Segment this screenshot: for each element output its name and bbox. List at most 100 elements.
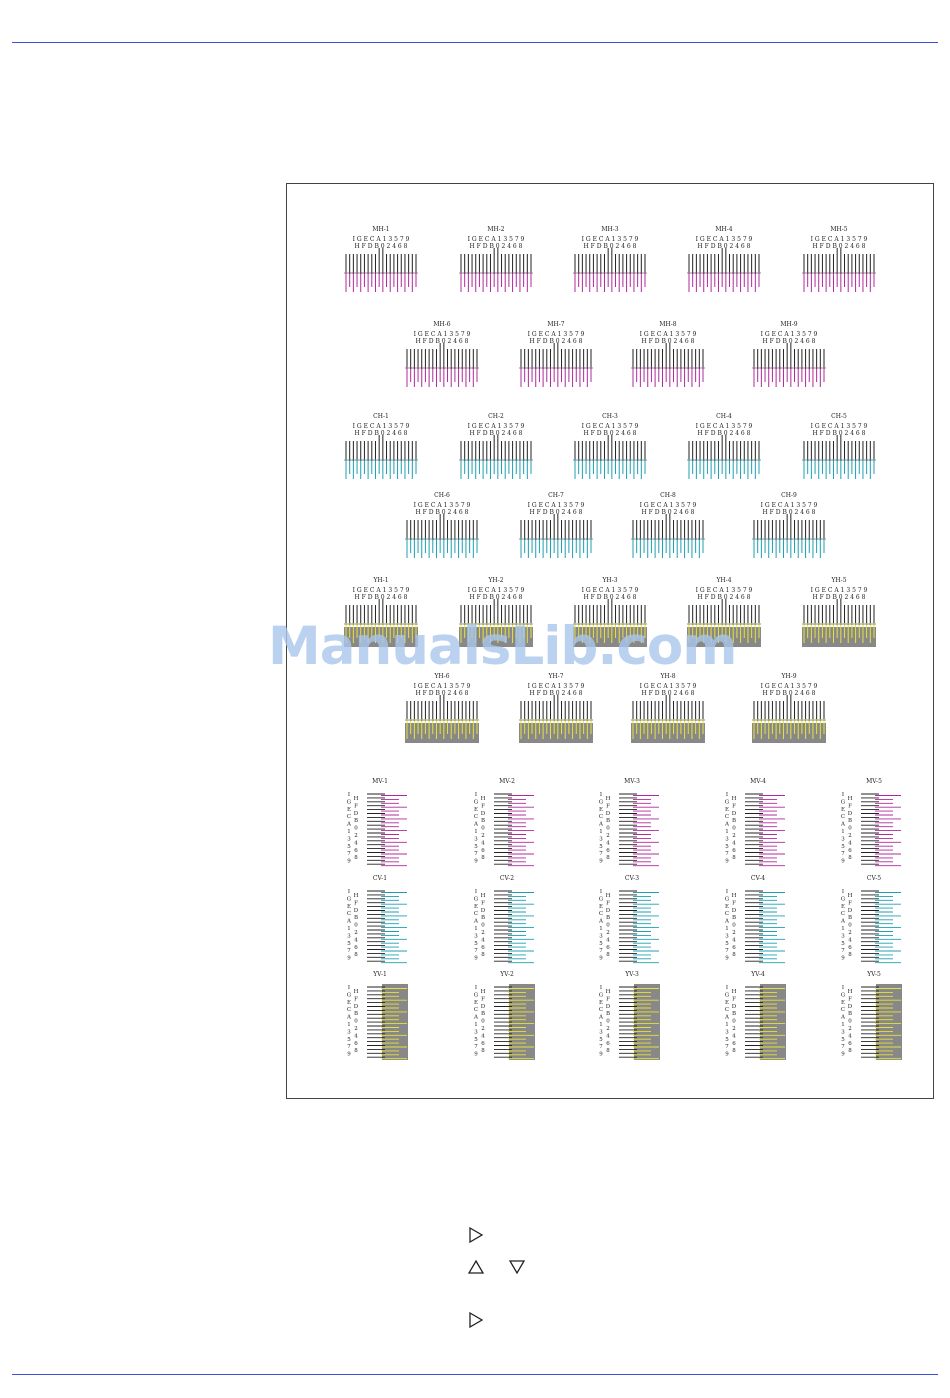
scale-left-label: E (841, 807, 845, 813)
scale-left-label: C (725, 814, 729, 820)
scale-right-label: 6 (354, 1041, 358, 1047)
pattern-label: YV-1 (372, 971, 387, 978)
scale-bottom-label: H F D B 0 2 4 6 8 (642, 509, 695, 516)
pattern-mh-7: MH-7I G E C A 1 3 5 7 9H F D B 0 2 4 6 8 (519, 321, 593, 387)
pattern-label: YH-8 (659, 673, 675, 680)
scale-left-label: 5 (347, 844, 351, 850)
scale-left-label: I (842, 792, 844, 798)
pattern-mh-3: MH-3I G E C A 1 3 5 7 9H F D B 0 2 4 6 8 (573, 226, 647, 292)
scale-right-label: 0 (848, 923, 852, 929)
scale-top-label: I G E C A 1 3 5 7 9 (761, 331, 818, 338)
scale-left-label: E (841, 1000, 845, 1006)
scale-right-label: 2 (732, 930, 736, 936)
scale-left-label: A (598, 1015, 604, 1021)
pattern-label: YH-3 (601, 577, 617, 584)
scale-bottom-label: H F D B 0 2 4 6 8 (470, 430, 523, 437)
scale-bottom-label: H F D B 0 2 4 6 8 (813, 594, 866, 601)
scale-right-label: 6 (606, 945, 610, 951)
scale-right-label: H (354, 893, 359, 899)
scale-right-label: D (732, 1004, 737, 1010)
pattern-label: MH-3 (601, 226, 618, 233)
pattern-label: YV-5 (866, 971, 881, 978)
scale-left-label: 9 (599, 956, 603, 962)
scale-top-label: I G E C A 1 3 5 7 9 (414, 331, 471, 338)
scale-right-label: D (481, 811, 486, 817)
scale-right-label: 6 (848, 848, 852, 854)
scale-left-label: A (473, 822, 479, 828)
scale-left-label: G (725, 896, 729, 902)
scale-right-label: B (606, 818, 610, 824)
scale-right-label: 0 (848, 826, 852, 832)
scale-right-label: H (354, 796, 359, 802)
scale-left-label: 3 (474, 836, 478, 842)
gray-band (760, 984, 786, 1060)
scale-left-label: I (348, 792, 350, 798)
scale-left-label: G (725, 992, 729, 998)
scale-right-label: D (732, 908, 737, 914)
gray-band (405, 723, 479, 743)
scale-left-label: C (725, 1007, 729, 1013)
scale-left-label: 1 (474, 926, 478, 932)
scale-right-label: H (732, 796, 737, 802)
scale-left-label: 9 (725, 859, 729, 865)
scale-right-label: B (732, 818, 736, 824)
scale-left-label: 1 (347, 926, 351, 932)
pattern-yh-9: YH-9I G E C A 1 3 5 7 9H F D B 0 2 4 6 8 (752, 673, 826, 743)
scale-right-label: 4 (354, 937, 358, 943)
pattern-ch-6: CH-6I G E C A 1 3 5 7 9H F D B 0 2 4 6 8 (405, 492, 479, 558)
scale-left-label: C (725, 911, 729, 917)
scale-right-label: 6 (481, 1041, 485, 1047)
pattern-label: MH-7 (547, 321, 564, 328)
scale-right-label: 8 (732, 1048, 736, 1054)
pattern-label: MV-1 (372, 778, 388, 785)
scale-left-label: 3 (841, 1029, 845, 1035)
scale-left-label: 5 (599, 941, 603, 947)
scale-left-label: A (840, 919, 846, 925)
pattern-mh-9: MH-9I G E C A 1 3 5 7 9H F D B 0 2 4 6 8 (752, 321, 826, 387)
scale-left-label: A (346, 822, 352, 828)
scale-left-label: C (474, 814, 478, 820)
gray-band (631, 723, 705, 743)
pattern-label: YH-1 (372, 577, 388, 584)
scale-left-label: G (841, 896, 845, 902)
scale-bottom-label: H F D B 0 2 4 6 8 (355, 430, 408, 437)
scale-right-label: F (606, 900, 610, 906)
scale-right-label: B (848, 818, 852, 824)
scale-right-label: 4 (848, 937, 852, 943)
scale-left-label: 7 (599, 948, 603, 954)
scale-right-label: 0 (606, 826, 610, 832)
scale-right-label: 6 (354, 945, 358, 951)
pattern-ch-9: CH-9I G E C A 1 3 5 7 9H F D B 0 2 4 6 8 (752, 492, 826, 558)
scale-left-label: A (346, 919, 352, 925)
scale-bottom-label: H F D B 0 2 4 6 8 (584, 243, 637, 250)
pattern-label: YV-2 (499, 971, 514, 978)
scale-left-label: 3 (841, 836, 845, 842)
pattern-yh-4: YH-4I G E C A 1 3 5 7 9H F D B 0 2 4 6 8 (687, 577, 761, 647)
scale-left-label: 9 (841, 1052, 845, 1058)
scale-right-label: 2 (354, 1026, 358, 1032)
scale-left-label: 3 (725, 933, 729, 939)
scale-left-label: G (599, 992, 603, 998)
gray-band (634, 984, 660, 1060)
scale-right-label: B (354, 1011, 358, 1017)
scale-bottom-label: H F D B 0 2 4 6 8 (470, 243, 523, 250)
scale-right-label: 6 (732, 945, 736, 951)
scale-left-label: 9 (725, 1052, 729, 1058)
scale-right-label: D (732, 811, 737, 817)
scale-left-label: C (841, 814, 845, 820)
scale-top-label: I G E C A 1 3 5 7 9 (582, 423, 639, 430)
pattern-label: MH-2 (487, 226, 504, 233)
scale-right-label: H (481, 893, 486, 899)
scale-right-label: 4 (606, 1033, 610, 1039)
pattern-label: YV-3 (624, 971, 639, 978)
scale-right-label: 8 (848, 855, 852, 861)
pattern-mh-8: MH-8I G E C A 1 3 5 7 9H F D B 0 2 4 6 8 (631, 321, 705, 387)
scale-left-label: 5 (474, 941, 478, 947)
scale-right-label: 2 (606, 1026, 610, 1032)
scale-right-label: F (848, 900, 852, 906)
scale-left-label: E (347, 904, 351, 910)
scale-right-label: F (732, 900, 736, 906)
scale-left-label: 3 (599, 933, 603, 939)
scale-left-label: 7 (725, 851, 729, 857)
